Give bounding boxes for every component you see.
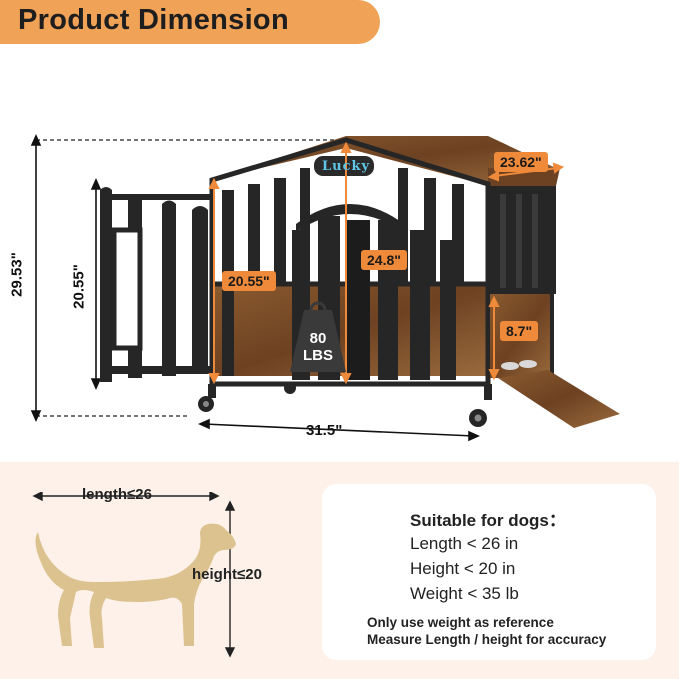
crate-sign-text: Lucky <box>322 159 371 174</box>
note-weight-reference: Only use weight as reference <box>367 615 554 630</box>
suitability-heading: Suitable for dogs： <box>410 511 566 530</box>
door-height-arrow <box>90 178 102 390</box>
weight-label: 80 LBS <box>296 330 340 364</box>
width-arrow <box>198 418 480 442</box>
dog-crate-drawing <box>30 134 620 442</box>
page-title: Product Dimension <box>18 4 289 36</box>
note-measure-accuracy: Measure Length / height for accuracy <box>367 632 607 647</box>
suitability-length: Length < 26 in <box>410 534 519 553</box>
dog-silhouette-icon <box>32 492 236 658</box>
door-height-label: 20.55" <box>70 264 88 309</box>
total-height-label: 29.53" <box>8 252 26 297</box>
suitability-weight: Weight < 35 lb <box>410 584 519 603</box>
product-illustration: Lucky 29.53" 20.55" 20.55" 24.8" 23.62" … <box>0 44 679 462</box>
depth-label: 23.62" <box>494 152 548 172</box>
suitability-height: Height < 20 in <box>410 559 516 578</box>
title-banner: Product Dimension <box>0 0 380 44</box>
total-height-arrow <box>30 134 42 422</box>
inner-height-label: 24.8" <box>361 250 407 270</box>
dog-length-label: length≤26 <box>82 486 152 503</box>
total-height-guide <box>36 139 350 417</box>
width-label: 31.5" <box>306 422 343 439</box>
tray-height-label: 8.7" <box>500 321 539 341</box>
suitability-card: Suitable for dogs： Length < 26 in Height… <box>322 484 656 660</box>
inner-door-height-label: 20.55" <box>222 271 276 291</box>
dog-height-label: height≤20 <box>192 566 262 583</box>
weight-icon <box>290 310 346 372</box>
weight-value: 80 <box>309 330 327 347</box>
open-door <box>100 187 210 382</box>
bottom-panel: length≤26 height≤20 Suitable for dogs： L… <box>0 462 679 679</box>
orange-arrows <box>208 141 565 385</box>
weight-unit: LBS <box>303 347 333 364</box>
